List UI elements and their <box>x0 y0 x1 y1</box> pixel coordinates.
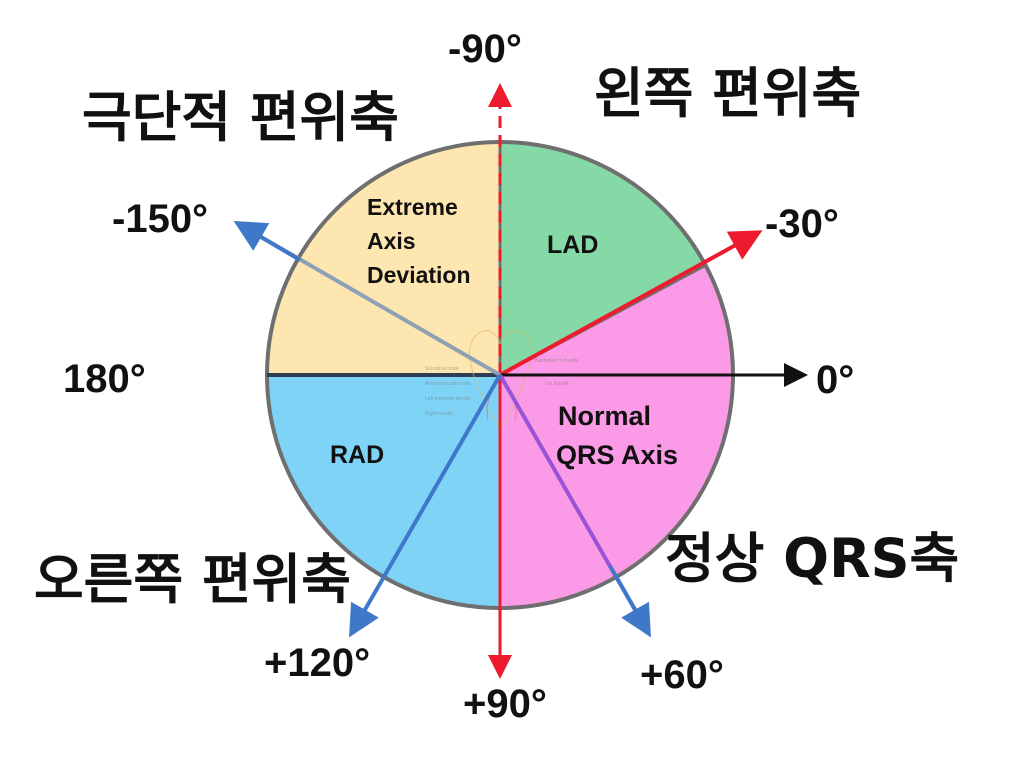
heart-label-right-bundle: Right bundle <box>425 411 453 417</box>
heart-label-av-node: Atrioventricular node <box>425 381 471 387</box>
segment-extreme-line3: Deviation <box>367 262 471 288</box>
heart-label-left-posterior: Left posterior bundle <box>425 396 471 402</box>
region-extreme-label: 극단적 편위축 <box>82 86 399 149</box>
segment-extreme-line2: Axis <box>367 228 416 254</box>
region-left-label: 왼쪽 편위축 <box>594 62 861 125</box>
degree-zero: 0° <box>816 358 854 402</box>
region-labels: 극단적 편위축 왼쪽 편위축 오른쪽 편위축 정상 QRS축 <box>34 62 959 611</box>
degree-plus120: +120° <box>264 641 370 685</box>
sector-extreme <box>267 142 500 375</box>
region-normal-label: 정상 QRS축 <box>665 527 959 590</box>
degree-plus60: +60° <box>640 653 724 697</box>
arrow-minus30 <box>499 230 763 377</box>
degree-minus150: -150° <box>112 197 208 241</box>
degree-180: 180° <box>63 357 146 401</box>
heart-label-bachmann: Bachmann's bundle <box>535 358 579 364</box>
segment-rad: RAD <box>330 441 384 469</box>
segment-normal-line2: QRS Axis <box>556 440 678 470</box>
heart-label-his-bundle: His bundle <box>545 381 569 387</box>
segment-normal-line1: Normal <box>558 401 651 431</box>
axis-circle <box>265 140 735 610</box>
degree-minus30: -30° <box>765 202 839 246</box>
degree-labels: -90° -30° -150° 0° 180° +60° +90° +120° <box>63 27 854 726</box>
degree-minus90: -90° <box>448 27 522 71</box>
sector-normal <box>500 265 734 609</box>
heart-label-sa-node: Sinoatrial node <box>425 366 459 372</box>
sector-rad <box>267 375 500 608</box>
segment-labels: Extreme Axis Deviation LAD RAD Normal QR… <box>330 194 678 470</box>
region-right-label: 오른쪽 편위축 <box>34 548 351 611</box>
arrow-plus120 <box>349 374 502 638</box>
axis-arrows <box>233 83 808 679</box>
degree-plus90: +90° <box>463 682 547 726</box>
segment-lad: LAD <box>547 231 598 259</box>
segment-extreme-line1: Extreme <box>367 194 458 220</box>
